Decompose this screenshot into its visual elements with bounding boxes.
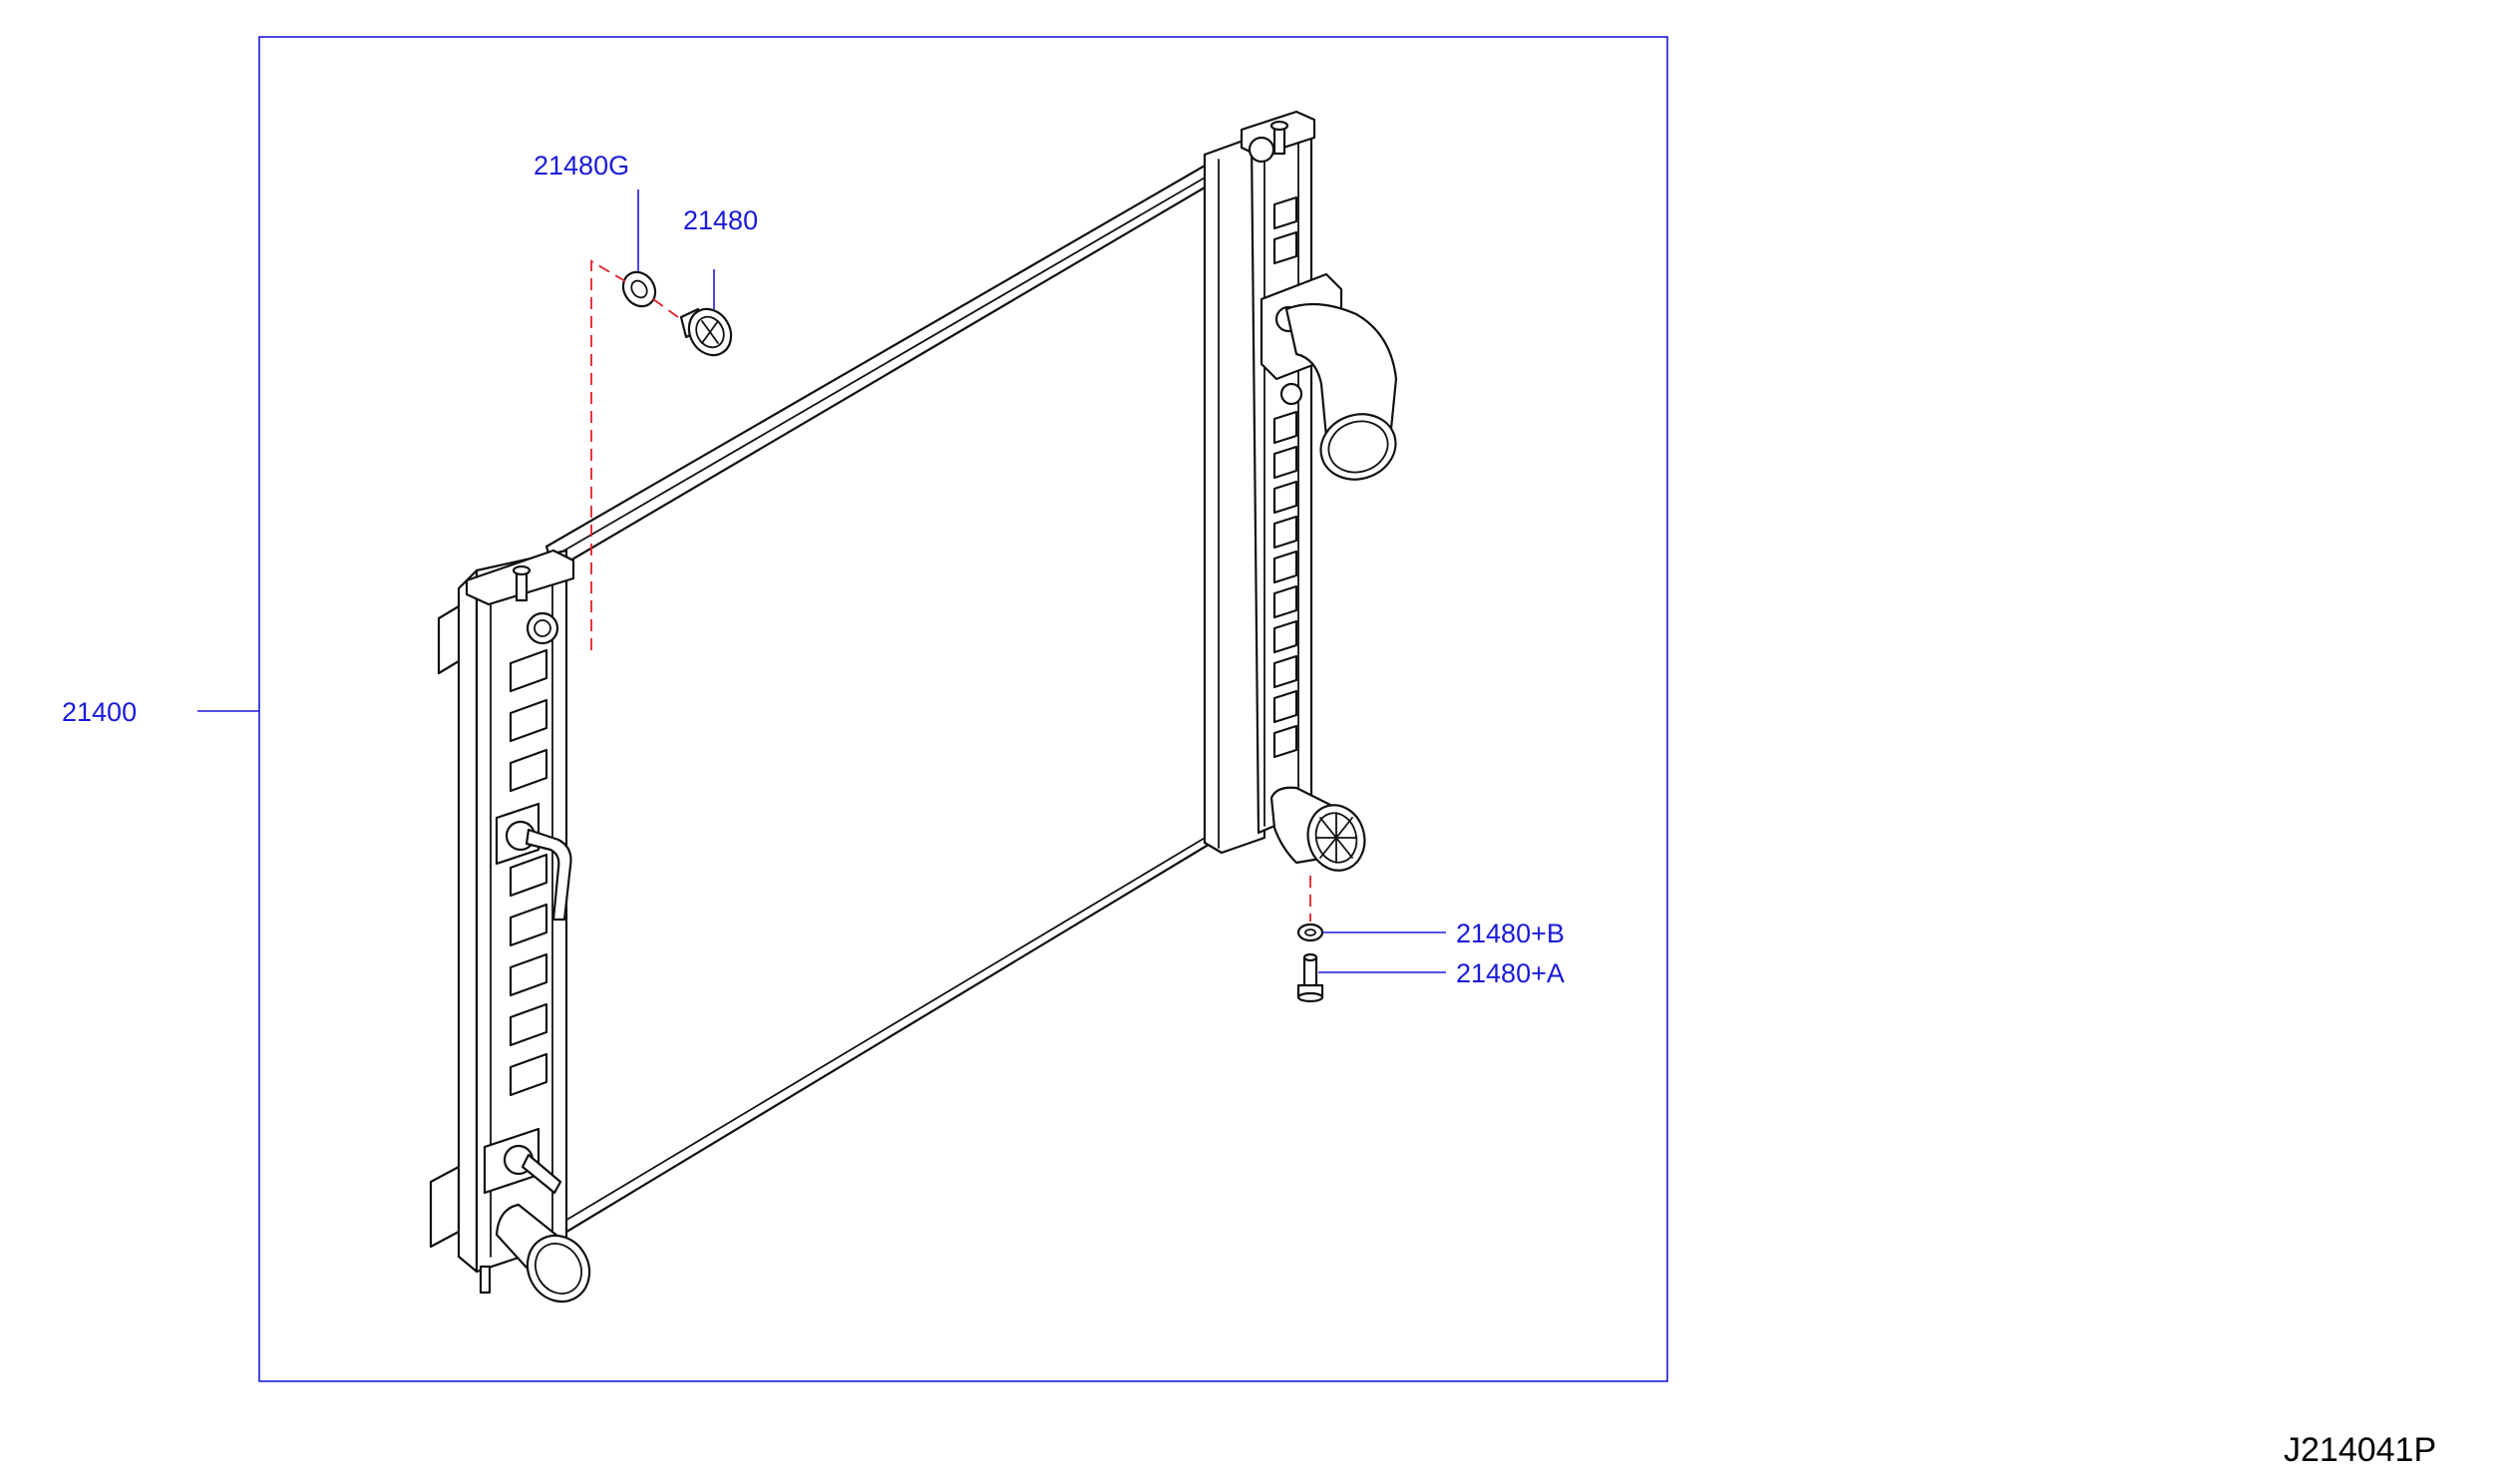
callout-21480: 21480 bbox=[683, 205, 758, 235]
radiator-core bbox=[544, 156, 1224, 1239]
drain-plug-seal-part bbox=[621, 270, 657, 308]
right-tank bbox=[1203, 110, 1398, 872]
callout-21400: 21400 bbox=[62, 697, 137, 727]
callout-21480g: 21480G bbox=[534, 151, 629, 181]
right-tank-windows bbox=[1272, 195, 1298, 759]
washer-part bbox=[1296, 923, 1324, 942]
left-tank bbox=[429, 549, 591, 1303]
drawing-code: J214041P bbox=[2284, 1431, 2436, 1469]
bolt-part bbox=[1296, 952, 1324, 1003]
callout-21480-a: 21480+A bbox=[1456, 958, 1565, 988]
left-tank-windows bbox=[509, 648, 548, 1097]
assembly-lines bbox=[590, 259, 1311, 922]
assembly-frame bbox=[258, 36, 1668, 1382]
leader-lines bbox=[197, 189, 1446, 973]
callout-21480-b: 21480+B bbox=[1456, 919, 1565, 948]
drain-plug-part bbox=[679, 307, 733, 357]
